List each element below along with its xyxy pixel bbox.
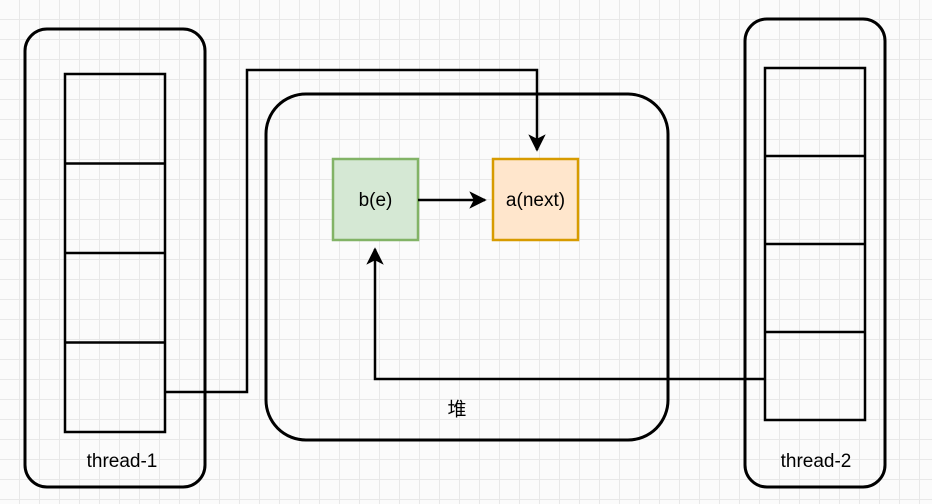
a-object-node[interactable]: a(next): [491, 157, 580, 242]
thread-1-label: thread-1: [87, 451, 158, 472]
b-object-node[interactable]: b(e): [331, 157, 420, 242]
thread-2-label: thread-2: [781, 451, 852, 472]
heap-container[interactable]: [264, 92, 670, 442]
thread-1-stack[interactable]: [63, 72, 167, 434]
a-object-label: a(next): [506, 190, 565, 211]
b-object-label: b(e): [359, 190, 393, 211]
thread-2-stack[interactable]: [763, 66, 867, 422]
heap-group[interactable]: 堆: [264, 92, 670, 442]
thread-2-group[interactable]: thread-2: [743, 17, 887, 489]
thread-1-container[interactable]: [23, 27, 207, 489]
b-object-box[interactable]: [331, 157, 420, 242]
heap-label: 堆: [447, 399, 466, 421]
a-object-box[interactable]: [491, 157, 580, 242]
thread-2-container[interactable]: [743, 17, 887, 489]
thread-1-group[interactable]: thread-1: [23, 27, 207, 489]
edge-thread2-to-b[interactable]: [366, 247, 765, 381]
edge-thread1-to-a-next[interactable]: [165, 68, 546, 394]
